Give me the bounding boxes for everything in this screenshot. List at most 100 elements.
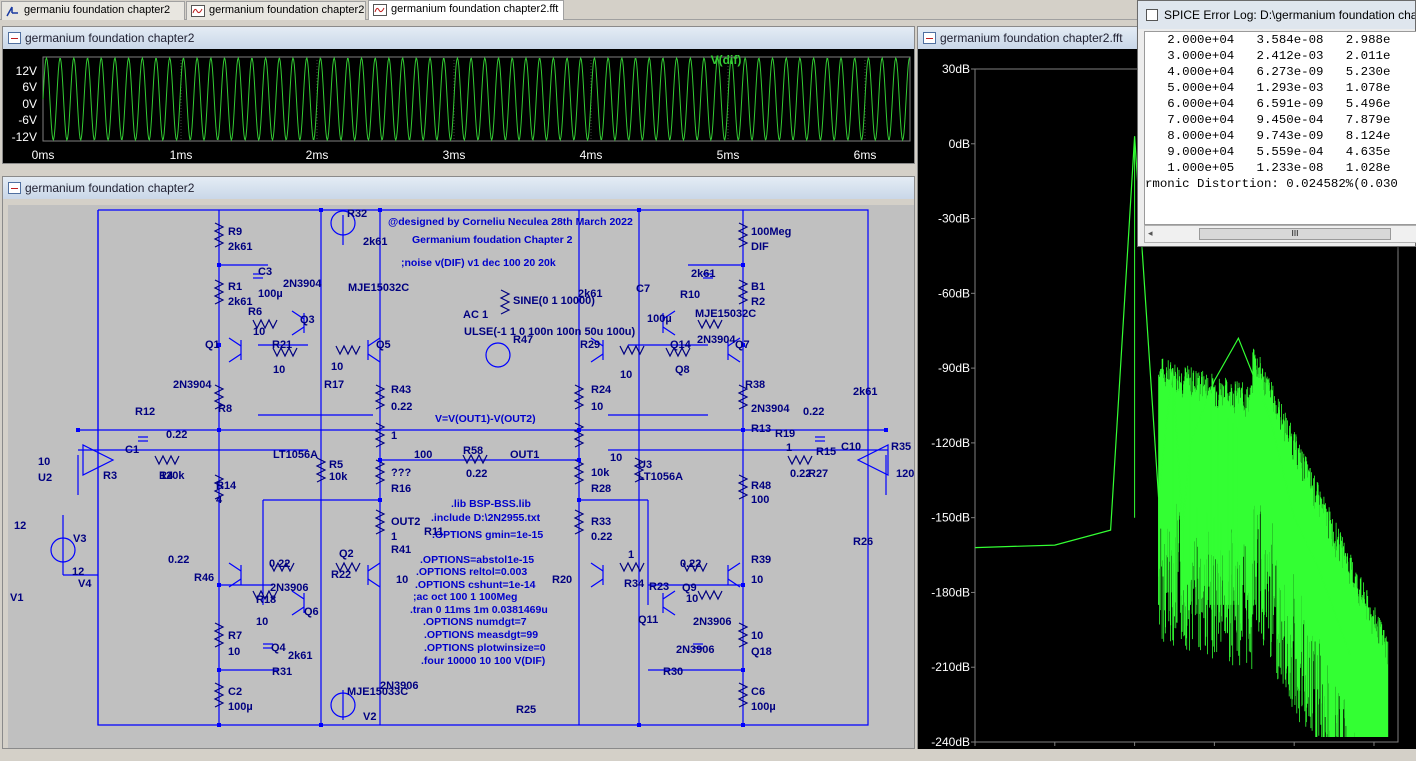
- spice-directive[interactable]: ;noise v(DIF) v1 dec 100 20 20k: [401, 257, 556, 269]
- component-label: 100Meg: [751, 226, 791, 238]
- spice-directive[interactable]: .OPTIONS gmin=1e-15: [432, 529, 543, 541]
- component-label: 2k61: [853, 386, 877, 398]
- component-label: R32: [347, 208, 367, 220]
- y-tick: -150dB: [931, 511, 970, 525]
- spice-log-icon: [1146, 9, 1158, 21]
- component-label: MJE15032C: [348, 282, 409, 294]
- component-label: R13: [751, 423, 771, 435]
- component-label: 2N3906: [380, 680, 419, 692]
- component-label: C1: [125, 444, 139, 456]
- horizontal-scrollbar[interactable]: ◂ III: [1144, 225, 1416, 243]
- component-label: ???: [391, 467, 411, 479]
- tab-fft[interactable]: germanium foundation chapter2.fft: [368, 0, 564, 20]
- spice-directive[interactable]: Germanium foudation Chapter 2: [412, 234, 573, 246]
- x-tick: 10KHz: [1117, 747, 1153, 749]
- y-tick: -6V: [18, 113, 37, 127]
- component-label: 0.22: [790, 468, 811, 480]
- log-line: 6.000e+04 6.591e-09 5.496e: [1145, 97, 1391, 111]
- spice-directive[interactable]: .OPTIONS numdgt=7: [423, 616, 527, 628]
- component-label: Q1: [205, 339, 220, 351]
- scroll-thumb[interactable]: III: [1199, 228, 1391, 240]
- tab-waveform[interactable]: germanium foundation chapter2: [186, 1, 366, 20]
- spice-directive[interactable]: .include D:\2N2955.txt: [431, 512, 541, 524]
- y-tick: 12V: [16, 64, 37, 78]
- log-line: 1.000e+05 1.233e-08 1.028e: [1145, 161, 1391, 175]
- component-label: Q8: [675, 364, 690, 376]
- component-label: R3: [103, 470, 117, 482]
- spice-directive[interactable]: .tran 0 11ms 1m 0.0381469u: [410, 604, 548, 616]
- component-label: C6: [751, 686, 765, 698]
- component-label: R25: [516, 704, 536, 716]
- y-tick: 30dB: [942, 62, 970, 76]
- component-label: 0.22: [680, 558, 701, 570]
- component-label: 1: [786, 442, 792, 454]
- transient-plot-window: germanium foundation chapter2 V(dif) 12V…: [2, 26, 915, 164]
- window-title: germanium foundation chapter2: [3, 27, 914, 49]
- x-tick: 6ms: [854, 148, 877, 162]
- component-label: R34: [624, 578, 645, 590]
- component-label: 100µ: [228, 701, 253, 713]
- spice-directive[interactable]: .OPTIONS measdgt=99: [424, 629, 538, 641]
- component-label: 2k61: [8, 205, 32, 208]
- component-label: R10: [680, 289, 700, 301]
- schematic-icon: [6, 6, 18, 17]
- component-label: R17: [324, 379, 344, 391]
- spice-directive[interactable]: V=V(OUT1)-V(OUT2): [435, 413, 536, 425]
- x-tick: 100KHz: [1193, 747, 1236, 749]
- component-label: 10: [331, 361, 343, 373]
- y-tick: -120dB: [931, 436, 970, 450]
- spice-directive[interactable]: .four 10000 10 100 V(DIF): [421, 655, 545, 667]
- component-label: 10: [256, 616, 268, 628]
- component-label: 2N3906: [693, 616, 732, 628]
- component-label: 100: [751, 494, 769, 506]
- spice-directive[interactable]: .OPTIONS reltol=0.003: [416, 566, 527, 578]
- component-label: R33: [591, 516, 611, 528]
- dialog-title: SPICE Error Log: D:\germanium foundation…: [1164, 8, 1415, 22]
- component-label: R31: [272, 666, 292, 678]
- y-tick: -60dB: [938, 286, 970, 300]
- x-tick: 10MHz: [1355, 747, 1393, 749]
- x-tick: 3ms: [443, 148, 466, 162]
- y-tick: -240dB: [931, 735, 970, 749]
- component-label: MJE15032C: [695, 308, 756, 320]
- component-label: 0.22: [803, 406, 824, 418]
- log-line: 4.000e+04 6.273e-09 5.230e: [1145, 65, 1391, 79]
- component-label: R14: [216, 480, 237, 492]
- component-label: R16: [391, 483, 411, 495]
- spice-directive[interactable]: .OPTIONS plotwinsize=0: [424, 642, 546, 654]
- component-label: Q5: [376, 339, 391, 351]
- x-tick: 0ms: [32, 148, 55, 162]
- component-label: C10: [841, 441, 861, 453]
- waveform-icon: [8, 32, 21, 44]
- window-title-text: germanium foundation chapter2: [25, 31, 195, 45]
- component-label: OUT2: [391, 516, 420, 528]
- spice-directive[interactable]: ;ac oct 100 1 100Meg: [413, 591, 517, 603]
- spice-directive[interactable]: .OPTIONS cshunt=1e-14: [415, 579, 536, 591]
- component-label: 4: [216, 494, 223, 506]
- component-label: C2: [228, 686, 242, 698]
- transient-trace[interactable]: [42, 56, 911, 142]
- scroll-left-icon[interactable]: ◂: [1148, 228, 1153, 238]
- component-label: DIF: [751, 241, 769, 253]
- component-label: 2k61: [228, 241, 252, 253]
- trace-label[interactable]: V(dif): [711, 53, 742, 67]
- y-tick: 0V: [22, 97, 37, 111]
- component-label: 10: [610, 452, 622, 464]
- component-label: R38: [745, 379, 765, 391]
- dialog-titlebar[interactable]: SPICE Error Log: D:\germanium foundation…: [1138, 1, 1415, 29]
- transient-plot-pane[interactable]: V(dif) 12V 6V 0V -6V -12V 0ms 1ms 2ms 3m…: [3, 49, 914, 163]
- spice-directive[interactable]: @designed by Corneliu Neculea 28th March…: [388, 216, 633, 228]
- component-label: 1: [628, 549, 634, 561]
- spice-directive[interactable]: .lib BSP-BSS.lib: [451, 498, 531, 510]
- component-label: R27: [808, 468, 828, 480]
- error-log-text[interactable]: 2.000e+04 3.584e-08 2.988e 3.000e+04 2.4…: [1144, 31, 1416, 225]
- component-label: R28: [591, 483, 611, 495]
- fft-trace[interactable]: [974, 136, 1351, 656]
- spice-directive[interactable]: .OPTIONS=abstol1e-15: [420, 554, 534, 566]
- component-label: R2: [751, 296, 765, 308]
- tab-schematic[interactable]: germaniu foundation chapter2: [1, 1, 185, 20]
- waveform-icon: [923, 32, 936, 44]
- component-label: R19: [775, 428, 795, 440]
- component-label: R5: [329, 459, 343, 471]
